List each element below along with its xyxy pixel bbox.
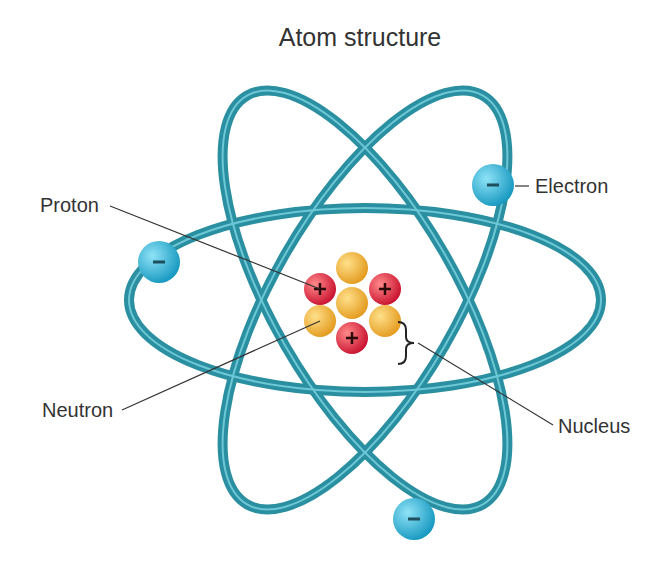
minus-sign (408, 518, 420, 521)
leader-line (110, 206, 320, 289)
leader-lines (110, 186, 553, 425)
neutron (336, 287, 368, 319)
proton (336, 322, 368, 354)
orbit-highlight (167, 50, 562, 551)
part-label: Nucleus (558, 414, 630, 438)
minus-sign (487, 184, 499, 187)
electron (393, 498, 435, 540)
orbit (167, 50, 562, 551)
plus-signs (314, 283, 391, 344)
nucleus (304, 252, 401, 354)
leader-line (418, 343, 553, 425)
minus-sign (153, 261, 165, 264)
leader-line (122, 321, 320, 410)
leader-line (515, 185, 529, 186)
part-label: Neutron (42, 398, 113, 422)
orbit-highlight (167, 50, 562, 551)
part-label: Proton (40, 193, 99, 217)
part-label: Electron (535, 174, 608, 198)
neutron (336, 252, 368, 284)
neutron (369, 305, 401, 337)
orbit (167, 50, 562, 551)
title: Atom structure (230, 22, 490, 52)
electrons (138, 164, 514, 540)
orbit-highlight (129, 208, 601, 392)
electron (138, 241, 180, 283)
electron (472, 164, 514, 206)
orbit (129, 208, 601, 392)
orbits (129, 50, 601, 551)
proton (369, 273, 401, 305)
bracket (398, 322, 414, 364)
